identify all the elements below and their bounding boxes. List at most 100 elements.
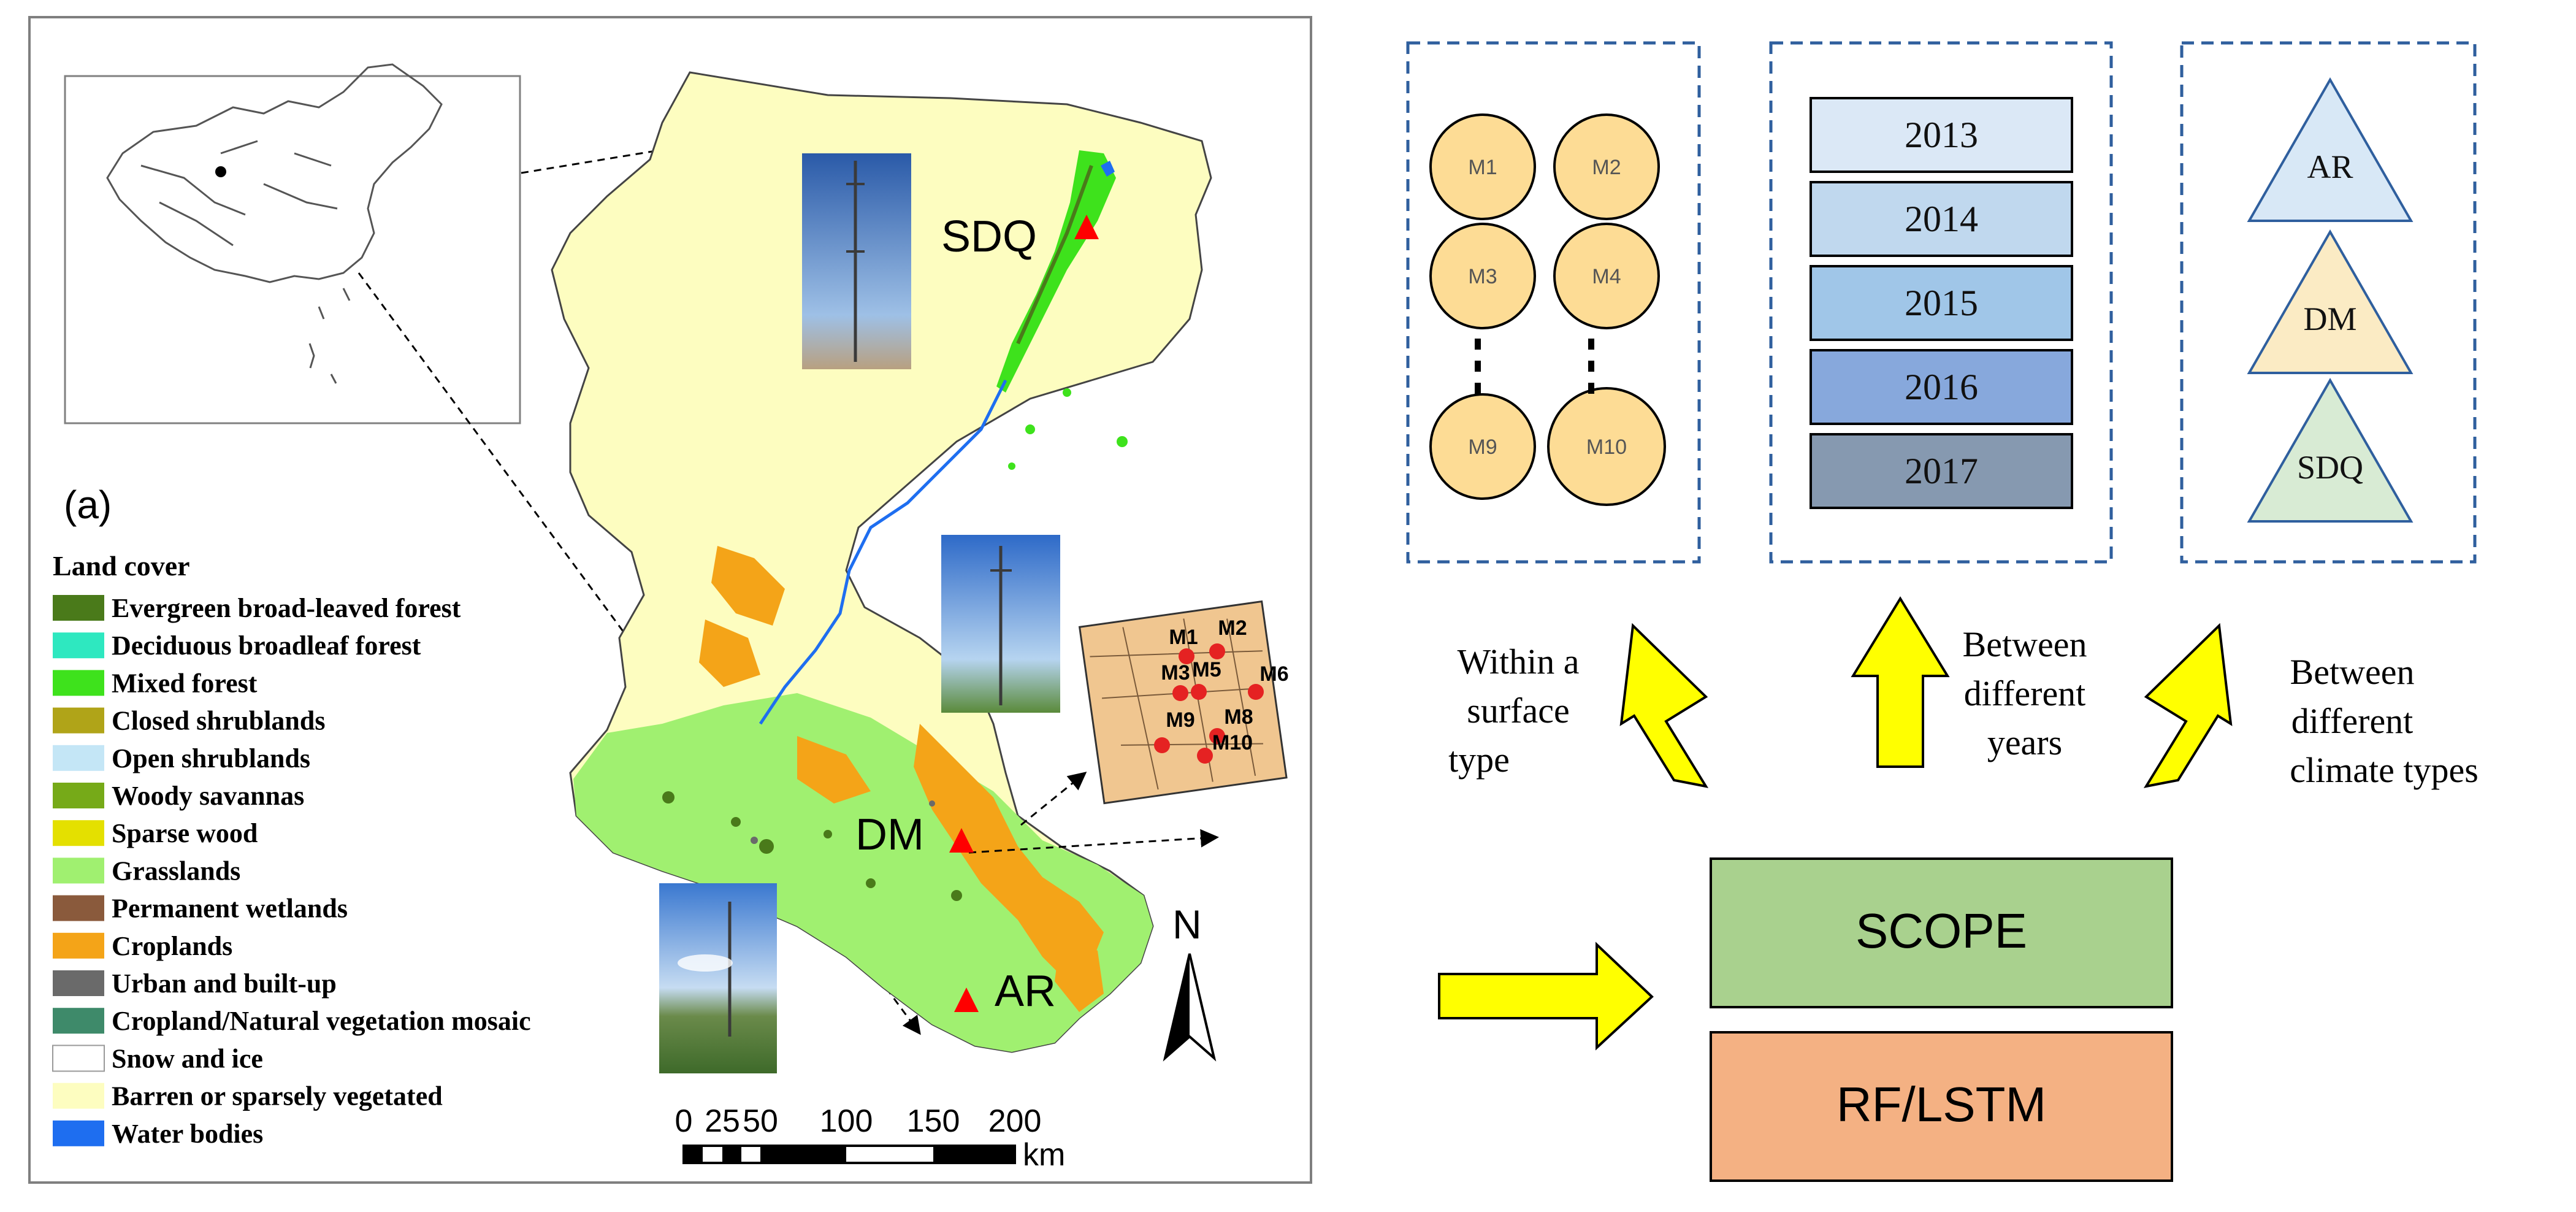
label-climate-1: Between xyxy=(2290,652,2415,692)
climate-triangle xyxy=(2247,77,2414,222)
climate-group-box xyxy=(2180,41,2477,564)
legend-swatch xyxy=(53,595,104,621)
legend-swatch xyxy=(53,707,104,734)
cropland-zone-3 xyxy=(699,619,760,687)
surface-node-label: M1 xyxy=(1468,156,1497,179)
surface-node-label: M10 xyxy=(1586,435,1627,459)
dm-detail-inset xyxy=(1078,600,1288,805)
subsite-label: M3 xyxy=(1161,661,1190,685)
panel-label: (a) xyxy=(64,483,112,527)
sdq-corridor xyxy=(996,150,1116,393)
legend-title: Land cover xyxy=(53,550,190,581)
year-box xyxy=(1810,97,2073,173)
year-box xyxy=(1810,265,2073,341)
scale-tick-label: 100 xyxy=(820,1103,873,1139)
legend-swatch xyxy=(53,895,104,921)
scale-tick-label: 0 xyxy=(675,1103,693,1139)
scale-unit: km xyxy=(1023,1137,1065,1173)
scale-bar-segment xyxy=(684,1146,703,1163)
subsite-label: M6 xyxy=(1259,662,1288,686)
year-box xyxy=(1810,433,2073,509)
scale-bar-segment xyxy=(722,1146,741,1163)
surface-node-label: M2 xyxy=(1592,156,1621,179)
legend-item-label: Deciduous broadleaf forest xyxy=(112,631,421,661)
year-label: 2017 xyxy=(1905,451,1978,491)
scale-bar-segment xyxy=(760,1146,846,1163)
label-years-2: different xyxy=(1964,673,2086,713)
legend-item-label: Croplands xyxy=(112,931,232,961)
legend-item-label: Urban and built-up xyxy=(112,968,337,999)
subsite-dot xyxy=(1172,685,1188,701)
subsite-label: M1 xyxy=(1169,626,1198,649)
subsite-dot xyxy=(1248,684,1264,700)
subsite-label: M8 xyxy=(1224,705,1253,729)
year-box xyxy=(1810,181,2073,257)
surface-node-label: M9 xyxy=(1468,435,1497,459)
cropland-zone-5 xyxy=(1055,932,1104,1012)
site-label-dm: DM xyxy=(855,810,924,859)
scale-tick-label: 50 xyxy=(743,1103,778,1139)
scale-tick-label: 200 xyxy=(988,1103,1042,1139)
scope-label: SCOPE xyxy=(1856,903,2027,958)
rf-lstm-label: RF/LSTM xyxy=(1836,1077,2046,1132)
cropland-zone-1 xyxy=(914,724,1104,981)
label-surface-1: Within a xyxy=(1457,642,1579,681)
scope-box xyxy=(1710,857,2173,1008)
inset-frame xyxy=(64,75,521,424)
scale-tick-label: 150 xyxy=(907,1103,960,1139)
china-outline xyxy=(106,63,443,283)
legend-swatch xyxy=(53,745,104,771)
subsite-label: M9 xyxy=(1166,708,1194,732)
subsite-dot xyxy=(1154,737,1170,753)
label-climate-3: climate types xyxy=(2290,750,2479,790)
legend-swatch xyxy=(52,1045,105,1072)
rf-lstm-box xyxy=(1710,1031,2173,1182)
surface-node xyxy=(1553,223,1660,329)
climate-label: SDQ xyxy=(2297,449,2363,486)
legend-swatch xyxy=(53,1120,104,1146)
arrow-up-surface xyxy=(1619,623,1709,788)
legend-item-label: Open shrublands xyxy=(112,743,310,773)
scale-bar-segment xyxy=(933,1146,1015,1163)
year-label: 2015 xyxy=(1905,283,1978,323)
years-group-box xyxy=(1769,41,2113,564)
surface-node-label: M3 xyxy=(1468,265,1497,288)
subsite-dot xyxy=(1197,748,1213,764)
label-climate-2: different xyxy=(2291,701,2414,741)
label-surface-2: surface xyxy=(1467,691,1569,731)
cropland-zone-2 xyxy=(711,546,785,626)
legend-item-label: Sparse wood xyxy=(112,818,258,848)
arrow-right-input xyxy=(1438,942,1654,1051)
subsite-dot xyxy=(1191,684,1207,700)
legend-item-label: Evergreen broad-leaved forest xyxy=(112,593,461,623)
legend-item-label: Water bodies xyxy=(112,1119,263,1149)
study-area-marker xyxy=(215,166,226,177)
climate-triangle xyxy=(2247,229,2414,374)
climate-triangle xyxy=(2247,377,2414,523)
site-marker-dm xyxy=(949,828,974,853)
legend-item-label: Closed shrublands xyxy=(112,706,325,736)
climate-label: AR xyxy=(2307,148,2353,185)
legend-item-label: Woody savannas xyxy=(112,781,304,811)
climate-label: DM xyxy=(2303,301,2356,337)
site-label-ar: AR xyxy=(995,967,1056,1016)
site-marker-ar xyxy=(954,988,979,1012)
year-label: 2014 xyxy=(1905,199,1978,239)
surface-group-box xyxy=(1406,41,1701,564)
site-label-sdq: SDQ xyxy=(941,212,1037,261)
legend-swatch xyxy=(53,1008,104,1034)
legend-item-label: Grasslands xyxy=(112,856,240,886)
study-area-map xyxy=(551,71,1212,1053)
year-box xyxy=(1810,349,2073,425)
surface-node xyxy=(1429,113,1536,220)
water-body xyxy=(1101,161,1115,177)
mixed-forest-patches xyxy=(1008,388,1128,470)
tower-photo-ar xyxy=(659,883,777,1073)
